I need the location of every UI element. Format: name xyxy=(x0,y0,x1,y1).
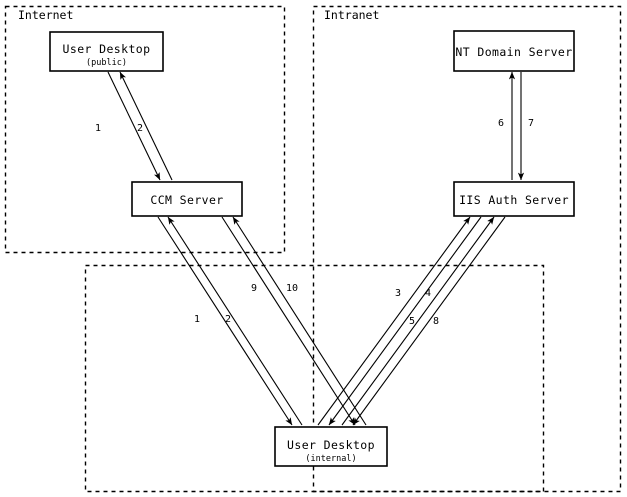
flow-line-step-5 xyxy=(341,216,495,426)
node-ccm-server[interactable]: CCM Server xyxy=(131,181,243,217)
step-label-4: 4 xyxy=(425,288,431,299)
step-label-3: 3 xyxy=(395,288,401,299)
step-label-10: 10 xyxy=(286,283,298,294)
flow-line-step-10 xyxy=(232,216,367,426)
node-title-user-desktop-internal: User Desktop xyxy=(287,438,375,452)
flow-line-step-3 xyxy=(317,216,471,426)
node-nt-domain-server[interactable]: NT Domain Server xyxy=(453,30,575,72)
step-label-1-internal: 1 xyxy=(194,314,200,325)
step-label-7: 7 xyxy=(528,118,534,129)
zone-border-intranet xyxy=(312,5,622,493)
step-label-2-public: 2 xyxy=(137,123,143,134)
node-iis-auth-server[interactable]: IIS Auth Server xyxy=(453,181,575,217)
zone-label-internet: Internet xyxy=(18,8,73,22)
step-label-5: 5 xyxy=(409,316,415,327)
node-box-user-desktop-public xyxy=(49,31,164,72)
step-label-1-public: 1 xyxy=(95,123,101,134)
node-title-ccm-server: CCM Server xyxy=(150,193,223,207)
zone-border-internal xyxy=(84,264,545,493)
node-user-desktop-public[interactable]: User Desktop (public) xyxy=(49,31,164,72)
node-title-iis-auth-server: IIS Auth Server xyxy=(459,193,569,207)
node-title-user-desktop-public: User Desktop xyxy=(63,42,151,56)
node-box-iis-auth-server xyxy=(453,181,575,217)
flow-line-step-8 xyxy=(352,216,506,426)
step-label-6: 6 xyxy=(498,118,504,129)
node-title-nt-domain-server: NT Domain Server xyxy=(455,45,572,59)
node-box-user-desktop-internal xyxy=(274,426,388,467)
step-label-2-internal: 2 xyxy=(225,314,231,325)
node-subtitle-user-desktop-internal: (internal) xyxy=(305,454,356,464)
zone-label-intranet: Intranet xyxy=(324,8,379,22)
node-box-ccm-server xyxy=(131,181,243,217)
node-box-nt-domain-server xyxy=(453,30,575,72)
flow-line-internal-step-1 xyxy=(157,216,293,426)
zone-border-internet xyxy=(4,5,286,254)
flow-line-step-9 xyxy=(221,216,356,426)
flow-line-internal-step-2 xyxy=(167,216,303,426)
flow-line-public-step-2 xyxy=(119,71,173,181)
flow-line-step-4 xyxy=(328,216,482,426)
node-user-desktop-internal[interactable]: User Desktop (internal) xyxy=(274,426,388,467)
step-label-8: 8 xyxy=(433,316,439,327)
node-subtitle-user-desktop-public: (public) xyxy=(86,58,127,68)
flow-line-public-step-1 xyxy=(107,71,161,181)
step-label-9: 9 xyxy=(251,283,257,294)
